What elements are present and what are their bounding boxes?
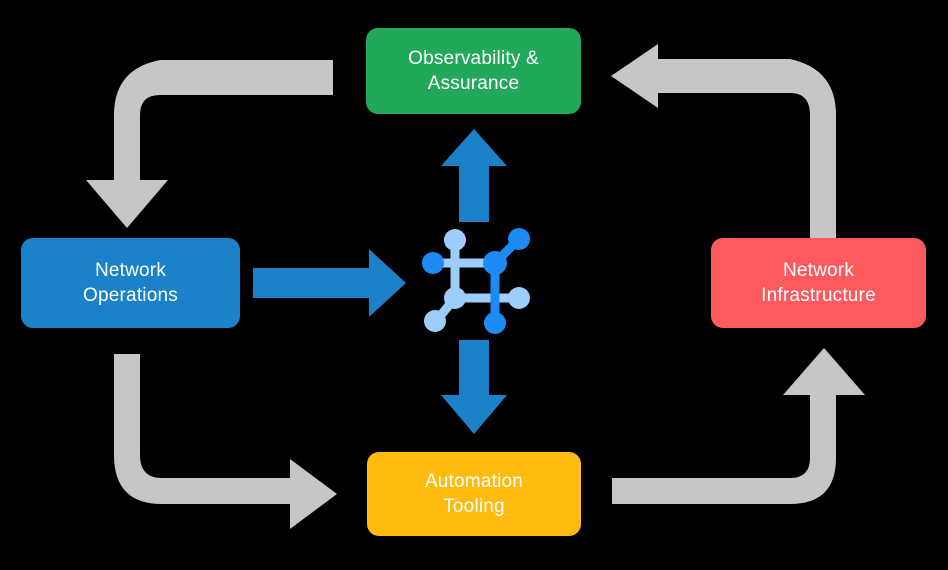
- node-observability-label: Observability & Assurance: [408, 47, 539, 94]
- node-observability-assurance[interactable]: Observability & Assurance: [366, 28, 581, 114]
- arrow-operations-to-center: [253, 249, 406, 317]
- arrow-center-to-observability: [441, 129, 507, 222]
- node-automation-tooling[interactable]: Automation Tooling: [367, 452, 581, 536]
- node-infrastructure-label: Network Infrastructure: [761, 259, 876, 306]
- arrow-operations-to-automation: [114, 354, 337, 529]
- arrow-infrastructure-to-observability: [611, 44, 836, 260]
- node-automation-label: Automation Tooling: [424, 470, 524, 517]
- node-network-infrastructure[interactable]: Network Infrastructure: [711, 238, 926, 328]
- node-network-operations[interactable]: Network Operations: [21, 238, 240, 328]
- arrow-automation-to-infrastructure: [612, 348, 865, 504]
- node-operations-label: Network Operations: [83, 259, 178, 306]
- arrow-observability-to-operations: [86, 60, 333, 228]
- arrow-center-to-automation: [441, 340, 507, 434]
